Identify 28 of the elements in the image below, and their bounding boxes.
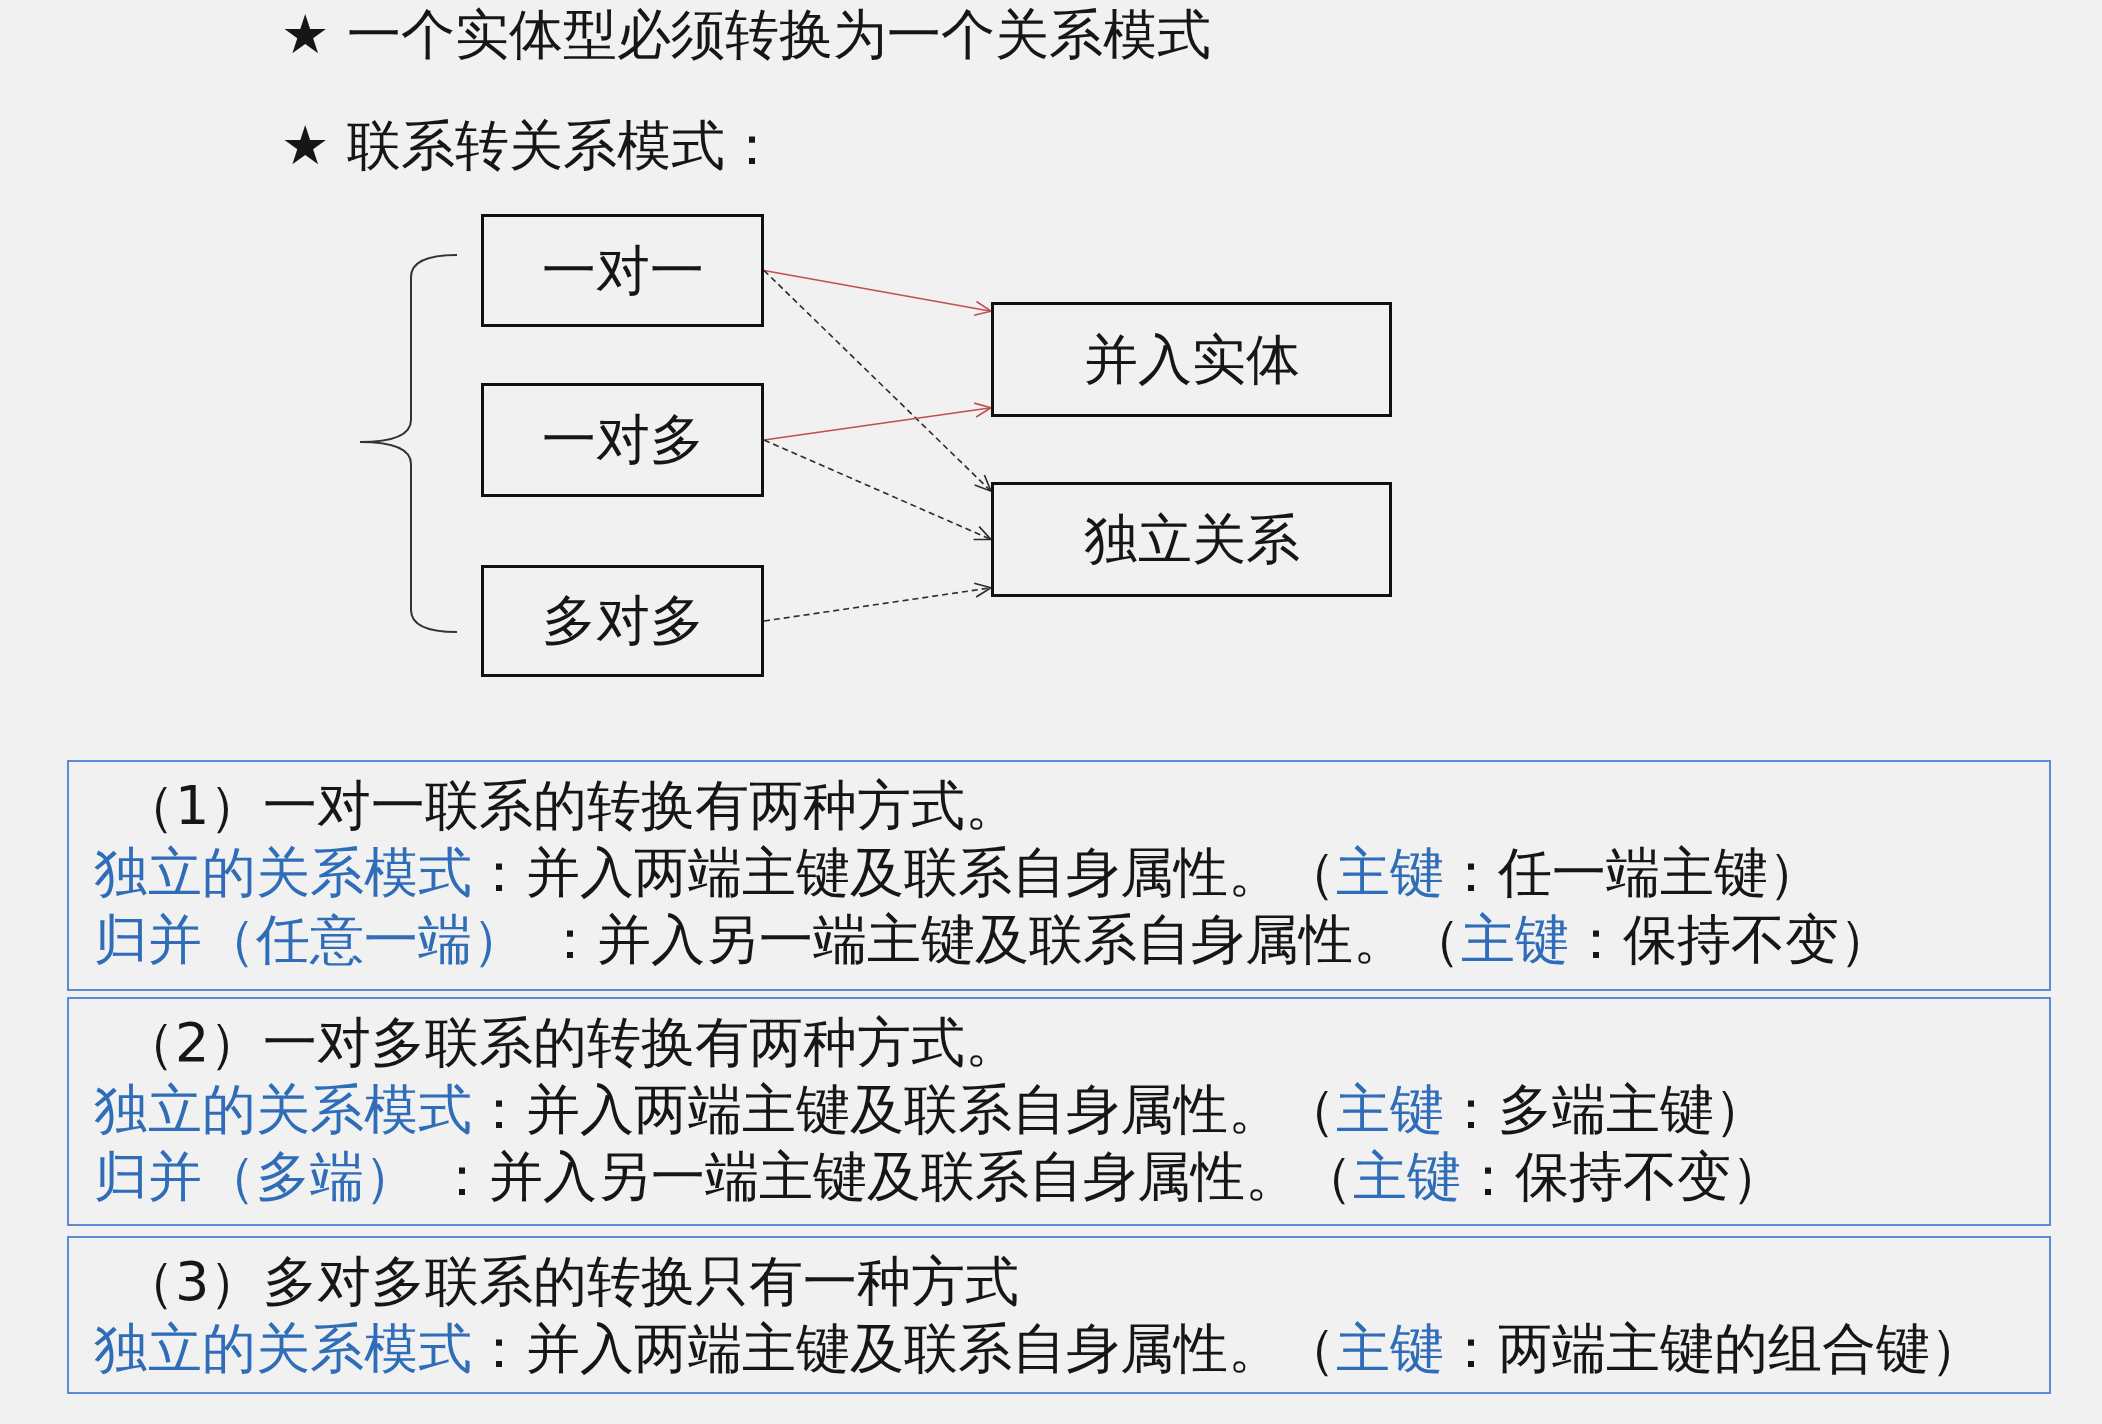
dashed-arrow	[763, 439, 992, 541]
relationship-type-box	[991, 482, 1392, 597]
text-panel	[67, 760, 2051, 991]
box-label: 多对多	[541, 589, 704, 653]
bullet-point-text: ★ 联系转关系模式：	[281, 113, 779, 179]
relationship-type-box	[481, 214, 764, 327]
bullet-point-text: ★ 一个实体型必须转换为一个关系模式	[281, 2, 1211, 68]
text-panel	[67, 997, 2051, 1226]
rule-text: 归并（任意一端） ：并入另一端主键及联系自身属性。（主键：保持不变）	[93, 907, 1894, 973]
panel-heading: （3）多对多联系的转换只有一种方式	[120, 1249, 1020, 1315]
box-label: 一对多	[541, 408, 704, 472]
rule-text: 独立的关系模式：并入两端主键及联系自身属性。（主键：两端主键的组合键）	[93, 1316, 1984, 1382]
box-label: 独立关系	[1083, 507, 1300, 572]
relationship-type-box	[991, 302, 1392, 417]
panel-heading: （1）一对一联系的转换有两种方式。	[120, 773, 1020, 839]
arrow	[763, 269, 992, 317]
rule-text: 归并（多端） ：并入另一端主键及联系自身属性。（主键：保持不变）	[93, 1144, 1786, 1210]
text-panel	[67, 1236, 2051, 1394]
rule-text: 独立的关系模式：并入两端主键及联系自身属性。（主键：多端主键）	[93, 1077, 1768, 1143]
relationship-type-box	[481, 383, 764, 497]
relationship-type-box	[481, 565, 764, 677]
box-label: 一对一	[541, 238, 704, 303]
arrow	[763, 402, 992, 441]
dashed-arrow	[763, 269, 992, 492]
rule-text: 独立的关系模式：并入两端主键及联系自身属性。（主键：任一端主键）	[93, 840, 1822, 906]
panel-heading: （2）一对多联系的转换有两种方式。	[120, 1010, 1020, 1076]
dashed-arrow	[763, 582, 992, 622]
box-label: 并入实体	[1083, 327, 1300, 392]
